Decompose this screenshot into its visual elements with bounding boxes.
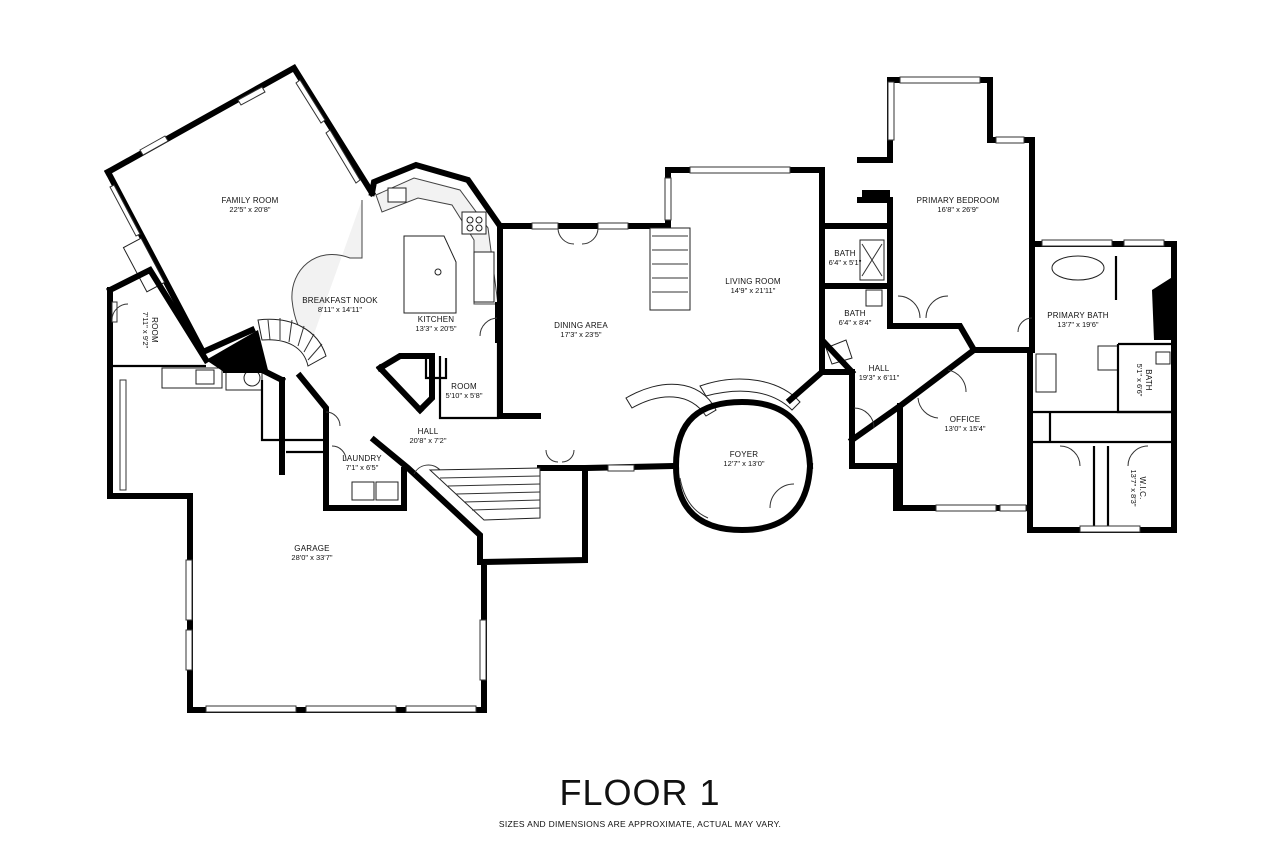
foyer-name: FOYER xyxy=(730,450,759,459)
garage-stairs xyxy=(428,467,541,521)
spiral-stair xyxy=(257,318,327,367)
kitchen-walls xyxy=(291,161,505,420)
curved-counter xyxy=(625,367,827,417)
bath-lower-dims: 6'4" x 8'4" xyxy=(839,318,872,327)
primary-bath-name: PRIMARY BATH xyxy=(1047,311,1109,320)
side-room-walls xyxy=(105,266,588,713)
kitchen-name: KITCHEN xyxy=(418,315,455,324)
hall-east-dims: 19'3" x 6'11" xyxy=(859,373,900,382)
primary-bath-walls xyxy=(1029,239,1177,533)
foyer-dims: 12'7" x 13'0" xyxy=(723,459,764,468)
room-side-dims: 7'11" x 9'2" xyxy=(141,312,150,349)
office-name: OFFICE xyxy=(950,415,981,424)
breakfast-nook-name: BREAKFAST NOOK xyxy=(302,296,378,305)
room-small-dims: 5'10" x 5'8" xyxy=(446,391,483,400)
foyer-walls xyxy=(545,398,814,534)
family-room-name: FAMILY ROOM xyxy=(221,196,278,205)
primary-bath-dims: 13'7" x 19'6" xyxy=(1057,320,1098,329)
floor-title: FLOOR 1 xyxy=(559,772,721,813)
bath-upper-name: BATH xyxy=(834,249,856,258)
living-room-name: LIVING ROOM xyxy=(725,277,781,286)
living-room-dims: 14'9" x 21'11" xyxy=(731,286,776,295)
kitchen-dims: 13'3" x 20'5" xyxy=(415,324,456,333)
dining-walls xyxy=(497,166,825,419)
primary-bedroom-name: PRIMARY BEDROOM xyxy=(917,196,1000,205)
hall-west-dims: 20'8" x 7'2" xyxy=(410,436,447,445)
room-small-name: ROOM xyxy=(451,382,477,391)
breakfast-nook-dims: 8'11" x 14'11" xyxy=(318,305,363,314)
family-room-dims: 22'5" x 20'8" xyxy=(229,205,270,214)
bath-lower-name: BATH xyxy=(844,309,866,318)
hall-east-office-walls xyxy=(847,345,1033,533)
wic-name: W.I.C. xyxy=(1138,477,1147,500)
hall-west-walls xyxy=(282,371,483,565)
garage-dims: 28'0" x 33'7" xyxy=(291,553,332,562)
primary-bedroom-dims: 16'8" x 26'9" xyxy=(937,205,978,214)
dining-area-dims: 17'3" x 23'5" xyxy=(560,330,601,339)
primary-bedroom-walls xyxy=(857,76,1035,353)
hall-east-name: HALL xyxy=(869,364,890,373)
laundry-name: LAUNDRY xyxy=(342,454,382,463)
disclaimer-note: SIZES AND DIMENSIONS ARE APPROXIMATE, AC… xyxy=(498,819,782,829)
wic-dims: 13'7" x 8'3" xyxy=(1129,470,1138,507)
bath-side-dims: 5'1" x 6'6" xyxy=(1135,364,1144,397)
hall-west-name: HALL xyxy=(418,427,439,436)
bath-side-name: BATH xyxy=(1144,369,1153,391)
garage-windows xyxy=(119,379,487,713)
office-dims: 13'0" x 15'4" xyxy=(944,424,985,433)
living-walls xyxy=(819,223,893,377)
room-side-name: ROOM xyxy=(150,317,159,343)
dining-area-name: DINING AREA xyxy=(554,321,608,330)
laundry-dims: 7'1" x 6'5" xyxy=(346,463,379,472)
garage-name: GARAGE xyxy=(294,544,329,553)
bath-upper-dims: 6'4" x 5'1" xyxy=(829,258,862,267)
room-labels: FAMILY ROOM 22'5" x 20'8" BREAKFAST NOOK… xyxy=(141,196,1153,562)
